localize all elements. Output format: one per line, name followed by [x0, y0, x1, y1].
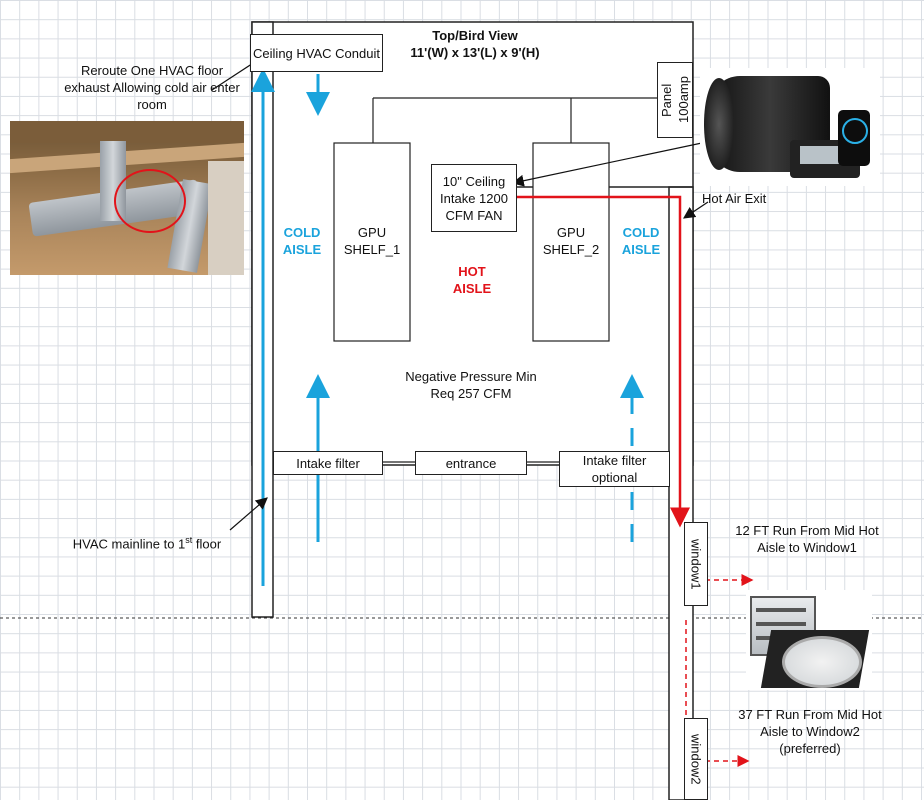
hvac-mainline-label: HVAC mainline to 1st floor [62, 532, 232, 552]
window-vent-photo [746, 590, 872, 690]
attic-duct-photo [10, 121, 244, 275]
panel-box: Panel 100amp [657, 62, 693, 138]
diagram-title: Top/Bird View 11'(W) x 13'(L) x 9'(H) [390, 27, 560, 61]
window1-box: window1 [684, 522, 708, 606]
reroute-note: Reroute One HVAC floor exhaust Allowing … [64, 63, 240, 112]
gpu-shelf-2-label: GPU SHELF_2 [542, 225, 600, 257]
hot-air-exit-label: Hot Air Exit [702, 191, 767, 206]
title-line2: 11'(W) x 13'(L) x 9'(H) [410, 45, 540, 60]
intake-filter-box: Intake filter [273, 451, 383, 475]
hvac-mainline-sup: st [185, 535, 193, 545]
cold-aisle-left-label: COLD AISLE [282, 225, 322, 257]
run-window1-label: 12 FT Run From Mid Hot Aisle to Window1 [735, 523, 879, 555]
ceiling-hvac-box: Ceiling HVAC Conduit [250, 34, 383, 72]
hot-air-path [517, 195, 690, 528]
intake-filter-optional-box: Intake filter optional [559, 451, 670, 487]
cold-aisle-right-label: COLD AISLE [621, 225, 661, 257]
inline-fan-photo [700, 68, 880, 186]
hot-aisle-label: HOT AISLE [452, 264, 492, 296]
run-window2-label: 37 FT Run From Mid Hot Aisle to Window2 … [738, 707, 882, 756]
highlight-circle-icon [114, 169, 186, 233]
hvac-mainline-text: HVAC mainline to 1 [72, 536, 186, 552]
ceiling-fan-box: 10" Ceiling Intake 1200 CFM FAN [431, 164, 517, 232]
fan-controller-icon [842, 118, 868, 144]
gpu-shelf-1-box [333, 142, 411, 342]
entrance-box: entrance [415, 451, 527, 475]
hvac-mainline-end: floor [192, 536, 222, 552]
window1-label: window1 [688, 538, 704, 590]
negative-pressure-label: Negative Pressure Min Req 257 CFM [405, 369, 537, 401]
window2-label: window2 [688, 733, 704, 785]
title-line1: Top/Bird View [432, 28, 518, 43]
gpu-shelf-1-label: GPU SHELF_1 [343, 225, 401, 257]
window2-box: window2 [684, 718, 708, 800]
